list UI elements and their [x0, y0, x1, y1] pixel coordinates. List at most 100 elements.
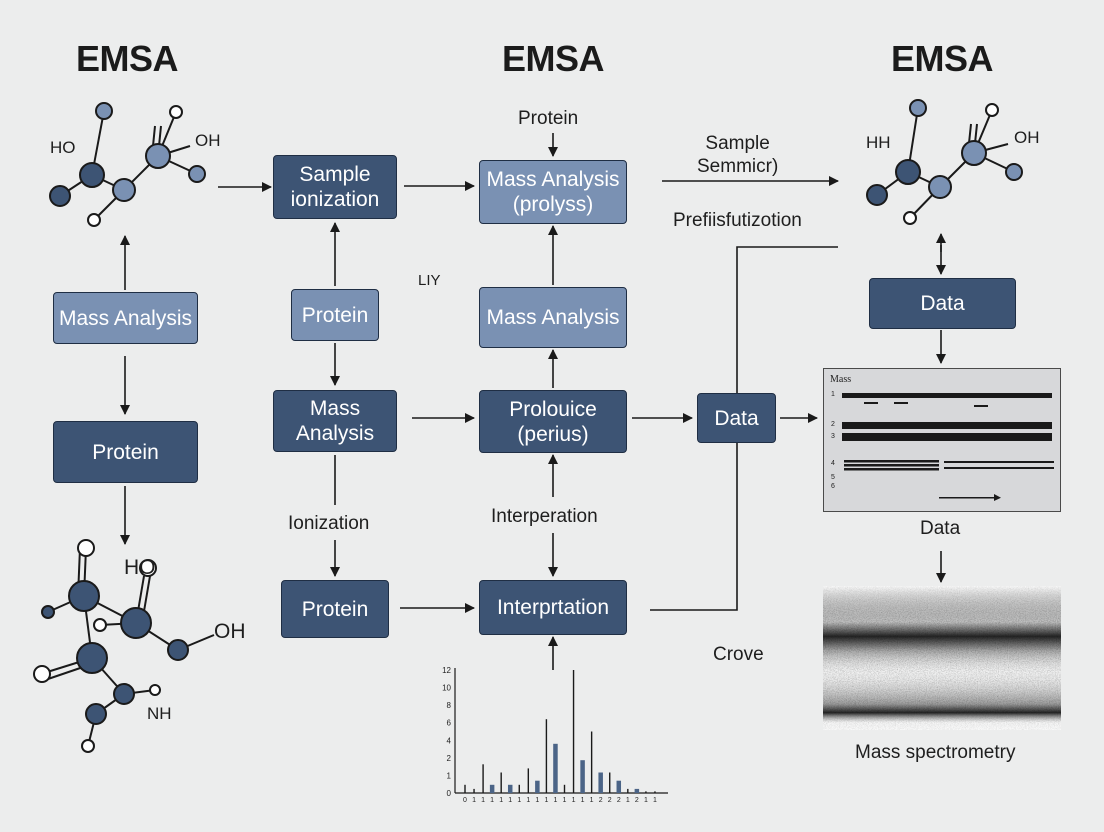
chart-bar	[489, 784, 495, 793]
chart-x-tick-label: 1	[535, 797, 539, 804]
mol-label-nh: NH	[147, 704, 172, 723]
chart-bar	[527, 768, 530, 793]
molecule-top-left	[49, 102, 206, 227]
chart-bar	[535, 780, 540, 793]
chart-bar	[634, 788, 640, 793]
chart-bar	[563, 784, 566, 793]
atom-node	[95, 102, 113, 120]
box-mass-analysis-col3[interactable]: Mass Analysis	[479, 287, 627, 348]
chart-y-tick-label: 2	[447, 754, 452, 763]
box-data-middle[interactable]: Data	[697, 393, 776, 443]
chart-bar	[500, 772, 502, 793]
chart-x-tick-label: 1	[644, 797, 648, 804]
chart-y-tick-label: 0	[447, 789, 452, 798]
chart-bar	[598, 772, 603, 793]
gel-lane-number: 4	[831, 460, 835, 467]
box-mass-analysis-left[interactable]: Mass Analysis	[53, 292, 198, 344]
chart-bar	[553, 743, 558, 793]
chart-x-tick-label: 1	[626, 797, 630, 804]
label-interperation: Interperation	[491, 506, 598, 527]
gel-lane-number: 3	[831, 433, 835, 440]
label-mass-spectrometry: Mass spectrometry	[855, 742, 1016, 763]
mass-spectrum-image	[823, 586, 1061, 730]
label-protein-top: Protein	[518, 108, 579, 129]
heading-emsa-right: EMSA	[890, 38, 994, 79]
chart-bar	[580, 760, 585, 793]
box-sample-ionization[interactable]: Sample ionization	[273, 155, 397, 219]
connectors	[120, 133, 946, 670]
atom-node	[188, 165, 206, 183]
chart-x-tick-label: 2	[617, 797, 621, 804]
label-crove: Crove	[713, 644, 764, 665]
chart-x-tick-label: 2	[635, 797, 639, 804]
chart-x-tick-label: 1	[508, 797, 512, 804]
mol-label-hh: HH	[866, 133, 891, 152]
chart-x-tick-label: 1	[526, 797, 530, 804]
box-data-right[interactable]: Data	[869, 278, 1016, 329]
chart-bar	[518, 784, 520, 793]
chart-y-tick-label: 1	[447, 771, 452, 780]
gel-title: Mass	[830, 374, 852, 385]
chart-bar	[654, 791, 656, 793]
box-mass-analysis-prolyss[interactable]: Mass Analysis (prolyss)	[479, 160, 627, 224]
gel-bands	[842, 393, 1054, 501]
gel-lane-number: 2	[831, 421, 835, 428]
chart-bar	[616, 780, 622, 793]
chart-x-tick-label: 1	[554, 797, 558, 804]
chart-bar	[464, 784, 466, 793]
mol-label-oh-right: OH	[1014, 128, 1040, 147]
box-protein-left[interactable]: Protein	[53, 421, 198, 483]
label-data-right: Data	[920, 518, 961, 539]
box-mass-analysis-col2[interactable]: Mass Analysis	[273, 390, 397, 452]
chart-x-tick-label: 1	[581, 797, 585, 804]
atom-node	[49, 185, 71, 207]
gel-lane-number: 5	[831, 474, 835, 481]
chart-x-tick-label: 1	[490, 797, 494, 804]
gel-panel: Mass 1 2 3 4 5 6	[823, 368, 1061, 512]
chart-x-tick-label: 1	[481, 797, 485, 804]
box-protein-bottom[interactable]: Protein	[281, 580, 389, 638]
chart-x-tick-label: 1	[499, 797, 503, 804]
chart-x-tick-label: 1	[563, 797, 567, 804]
chart-x-tick-label: 1	[472, 797, 476, 804]
chart-bar	[545, 719, 548, 793]
chart-bar	[590, 731, 593, 793]
chart-y-tick-label: 10	[442, 684, 451, 693]
box-protein-mid[interactable]: Protein	[291, 289, 379, 341]
atom-node	[169, 105, 183, 119]
chart-y-tick-label: 12	[442, 666, 451, 675]
label-ionization: Ionization	[288, 513, 370, 534]
chart-x-tick-label: 0	[463, 797, 467, 804]
gel-lane-number: 1	[831, 391, 835, 398]
box-prolouice-perius[interactable]: Prolouice (perius)	[479, 390, 627, 453]
chart-bar	[627, 788, 629, 793]
atom-node	[79, 162, 105, 188]
label-prefiisfutizotion: Prefiisfutizotion	[673, 210, 802, 231]
chart-x-tick-label: 1	[572, 797, 576, 804]
atom-node	[112, 178, 136, 202]
atom-node	[87, 213, 101, 227]
chart-bar	[473, 788, 475, 793]
spectrum-texture	[823, 586, 1061, 730]
chart-bar	[507, 784, 513, 793]
molecule-bottom-left	[33, 539, 215, 753]
gel-lane-number: 6	[831, 483, 835, 490]
heading-emsa-left: EMSA	[75, 38, 179, 79]
chart-x-tick-label: 2	[599, 797, 603, 804]
chart-x-tick-label: 1	[653, 797, 657, 804]
chart-bar	[609, 772, 611, 793]
label-sample-semmicr: Sample Semmicr)	[697, 133, 779, 177]
chart-x-tick-label: 1	[590, 797, 594, 804]
chart-x-tick-label: 1	[517, 797, 521, 804]
box-interprtation[interactable]: Interprtation	[479, 580, 627, 635]
mol-label-oh-bottom: OH	[214, 620, 246, 643]
chart-bar	[645, 791, 647, 793]
molecule-top-right	[866, 99, 1023, 225]
chart-bar	[482, 764, 484, 793]
atom-node	[145, 143, 171, 169]
chart-y-tick-label: 4	[447, 736, 452, 745]
mol-label-ho-bottom: HO	[124, 556, 156, 579]
heading-emsa-middle: EMSA	[501, 38, 605, 79]
